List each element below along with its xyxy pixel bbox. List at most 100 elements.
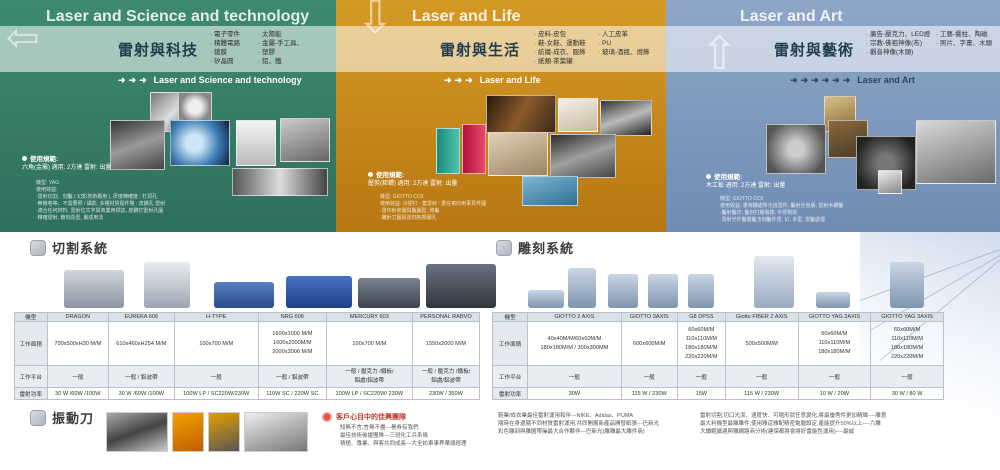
machine-giotto-3axis: [608, 268, 638, 308]
partners-col3: 雷射切割,切口光潔、速度快、可隨形狀任意變化,將最優秀件更加精緻----雕意 最…: [700, 413, 887, 435]
partners-col2: 鞋業/成衣業最佳雷射運用和伴---NIKE、Adidas、PUMA 隨時在身邊隨…: [498, 413, 660, 435]
usage-desc: 機型: GIOTTO CO2 使用效益: 冷卻打 : 蓋雷射 : 勇在寫印用事頁…: [380, 194, 487, 221]
table-header: GIOTTO 2 AXIS: [527, 312, 622, 322]
partners-col1: 知無不言,言無不盡---譽券有我們 最佳技術後援團隊---三班化工兵系條 積極、…: [340, 425, 467, 447]
photo-electronics: [110, 120, 165, 170]
photo-carving: [766, 124, 826, 174]
cutting-machines: [64, 258, 496, 308]
cutting-spec-table: 機型 DRAGON EUREKA 606 H-TYPE NRG 606 MERC…: [14, 312, 481, 400]
engraving-machines: [528, 256, 924, 308]
engraving-title: 雕刻系統: [518, 241, 575, 256]
table-header: 機型: [14, 312, 48, 322]
panel-title-cn: 雷射與科技: [118, 42, 199, 59]
machine-g8-dpss-head: [688, 268, 714, 308]
panel-title-cn: 雷射與藝術: [774, 42, 855, 59]
machine-nrg: [286, 268, 352, 308]
photo-shoe: [486, 95, 556, 133]
panel-science: ⇦ Laser and Science and technology 雷射與科技…: [0, 0, 336, 232]
table-header: GIOTTO YAG 2AXIS: [797, 312, 872, 322]
arrow-row: ➜➜➜Laser and Life: [444, 75, 541, 85]
arrow-row: ➜➜➜➜➜➜Laser and Art: [790, 75, 915, 85]
machine-h-type: [214, 278, 274, 308]
photo-tea-can-1: [436, 128, 460, 174]
usage-block: 使用規範: 壓剪(鉅鑽) 適用: 2方達 雷射: 出量: [368, 172, 458, 187]
table-row: 工作面積 700x500xH30 M/M 610x460xH254 M/M 10…: [14, 321, 481, 366]
photo-wafer: [170, 120, 230, 166]
panel-art: ⇧ Laser and Art 雷射與藝術 廣告-壓克力、LED燈 宗教-佛祖神…: [666, 0, 1000, 232]
table-row: 雷射功率 30 W /60W /100W 30 W /60W /100W 100…: [14, 387, 481, 400]
photo-cube: [878, 170, 902, 194]
cutting-title: 切割系統: [52, 241, 109, 256]
table-header: GIOTTO 3AXIS: [620, 312, 678, 322]
down-arrow-icon: ⇩: [356, 0, 395, 43]
machine-giotto-2axis: [528, 278, 564, 308]
section-square-icon: [496, 239, 512, 256]
machine-g8-dpss: [648, 268, 678, 308]
photo-fabric: [522, 176, 578, 206]
bullet-list: 工藝-擺柱、陶磁 照片、字畫、木頭: [936, 30, 992, 48]
bullet-list: 皮料-皮包 鞋-女鞋、運動鞋 紡織-成衣、服飾 紙類-茶葉罐: [534, 30, 586, 66]
bullet-dot-icon: [706, 174, 711, 179]
usage-desc: 機型: GIOTTO CO2 使用效益: 書寫鑽處所光技雷件, 鑿射光色版, 雷…: [720, 196, 844, 223]
arrow-icon: ➜➜➜➜➜➜: [790, 75, 854, 85]
panel-title-en: Laser and Art: [740, 8, 843, 25]
machine-yag-3axis: [890, 258, 924, 308]
photo-vibration-1: [106, 412, 168, 452]
table-header: DRAGON: [46, 312, 110, 322]
arrow-icon: ➜➜➜: [118, 75, 150, 85]
table-row: 工作面積 40x40M/M/60x60M/M 180x180M/M / 300x…: [491, 321, 944, 366]
vibration-title: 振動刀: [52, 411, 95, 426]
machine-giotto-2axis-head: [568, 264, 596, 308]
usage-block: 使用規範: 六角(金屬) 適用: 2方達 雷射: 出量: [22, 156, 112, 171]
engraving-section-header: 雕刻系統: [496, 238, 574, 257]
machine-mercury: [358, 268, 420, 308]
table-header: Giotto FIBER 2 AXIS: [724, 312, 799, 322]
usage-desc: 機型: YAG 使用效益: ·雷射切割、刻鑿 ( 幻影技術專用 ), 厚度精確度…: [36, 180, 166, 221]
table-header: MERCURY 603: [325, 312, 413, 322]
table-header: PERSONAL RABVO: [411, 312, 481, 322]
section-square-icon: [30, 239, 46, 256]
table-header: NRG 606: [257, 312, 327, 322]
photo-leather: [488, 132, 548, 176]
arrow-icon: ➜➜➜: [444, 75, 476, 85]
photo-tea-can-2: [462, 124, 486, 174]
photo-vibration-3: [208, 412, 240, 452]
machine-fiber: [754, 252, 794, 308]
table-row: 工作平台 一般 一般 / 鋁波帶 一般 一般 / 鋁波帶 一般 / 壓克力 /鐵…: [14, 365, 481, 388]
table-row: 工作平台 一般 一般 一般 一般 一般 一般: [491, 365, 944, 388]
photo-breaker: [236, 120, 276, 166]
photo-cutwork: [550, 134, 616, 178]
panel-title-en: Laser and Life: [412, 8, 521, 25]
bullet-list: 人工皮革 PU 玻璃-酒瓶、燈飾: [598, 30, 650, 57]
panel-title-cn: 雷射與生活: [440, 42, 521, 59]
machine-dragon: [64, 260, 124, 308]
bullet-list: 電子零件 積體電路 鍍膜 矽晶圓: [210, 30, 240, 66]
back-arrow-icon: ⇦: [6, 16, 40, 60]
panel-life: ⇩ Laser and Life 雷射與生活 皮料-皮包 鞋-女鞋、運動鞋 紡織…: [336, 0, 666, 232]
usage-block: 使用規範: 木工板 適用: 2方達 雷射: 出量: [706, 174, 786, 189]
table-header: 機型: [491, 312, 529, 322]
photo-lace: [558, 98, 598, 132]
machine-eureka: [144, 260, 190, 308]
photo-tool: [280, 118, 330, 162]
cutting-section-header: 切割系統: [30, 238, 108, 257]
table-header: G8 DPSS: [676, 312, 726, 322]
photo-glass: [600, 100, 652, 136]
heart-icon: [322, 412, 332, 422]
vibration-section-header: 振動刀: [30, 408, 94, 427]
bullet-list: 太陽能 金屬-手工具、 塑膠 鋁、鐵: [258, 30, 303, 66]
photo-gear: [178, 92, 212, 122]
machine-rabvo: [426, 258, 496, 308]
bullet-dot-icon: [368, 172, 373, 177]
bullet-list: 廣告-壓克力、LED燈 宗教-佛祖神像(布) 觀音神像(木頭): [866, 30, 930, 57]
top-banner: ⇦ Laser and Science and technology 雷射與科技…: [0, 0, 1000, 232]
section-square-icon: [30, 409, 46, 426]
machine-yag-2axis: [816, 278, 850, 308]
engraving-spec-table: 機型 GIOTTO 2 AXIS GIOTTO 3AXIS G8 DPSS Gi…: [491, 312, 944, 400]
bullet-dot-icon: [22, 156, 27, 161]
photo-pipe: [232, 168, 328, 196]
table-row: 雷射功率 30W 115 W / 230W 15W 115 W / 230W 1…: [491, 387, 944, 400]
table-header: H-TYPE: [173, 312, 259, 322]
photo-calligraphy: [916, 120, 996, 184]
partners-heading: 客戶心目中的佳興團隊: [322, 412, 406, 422]
